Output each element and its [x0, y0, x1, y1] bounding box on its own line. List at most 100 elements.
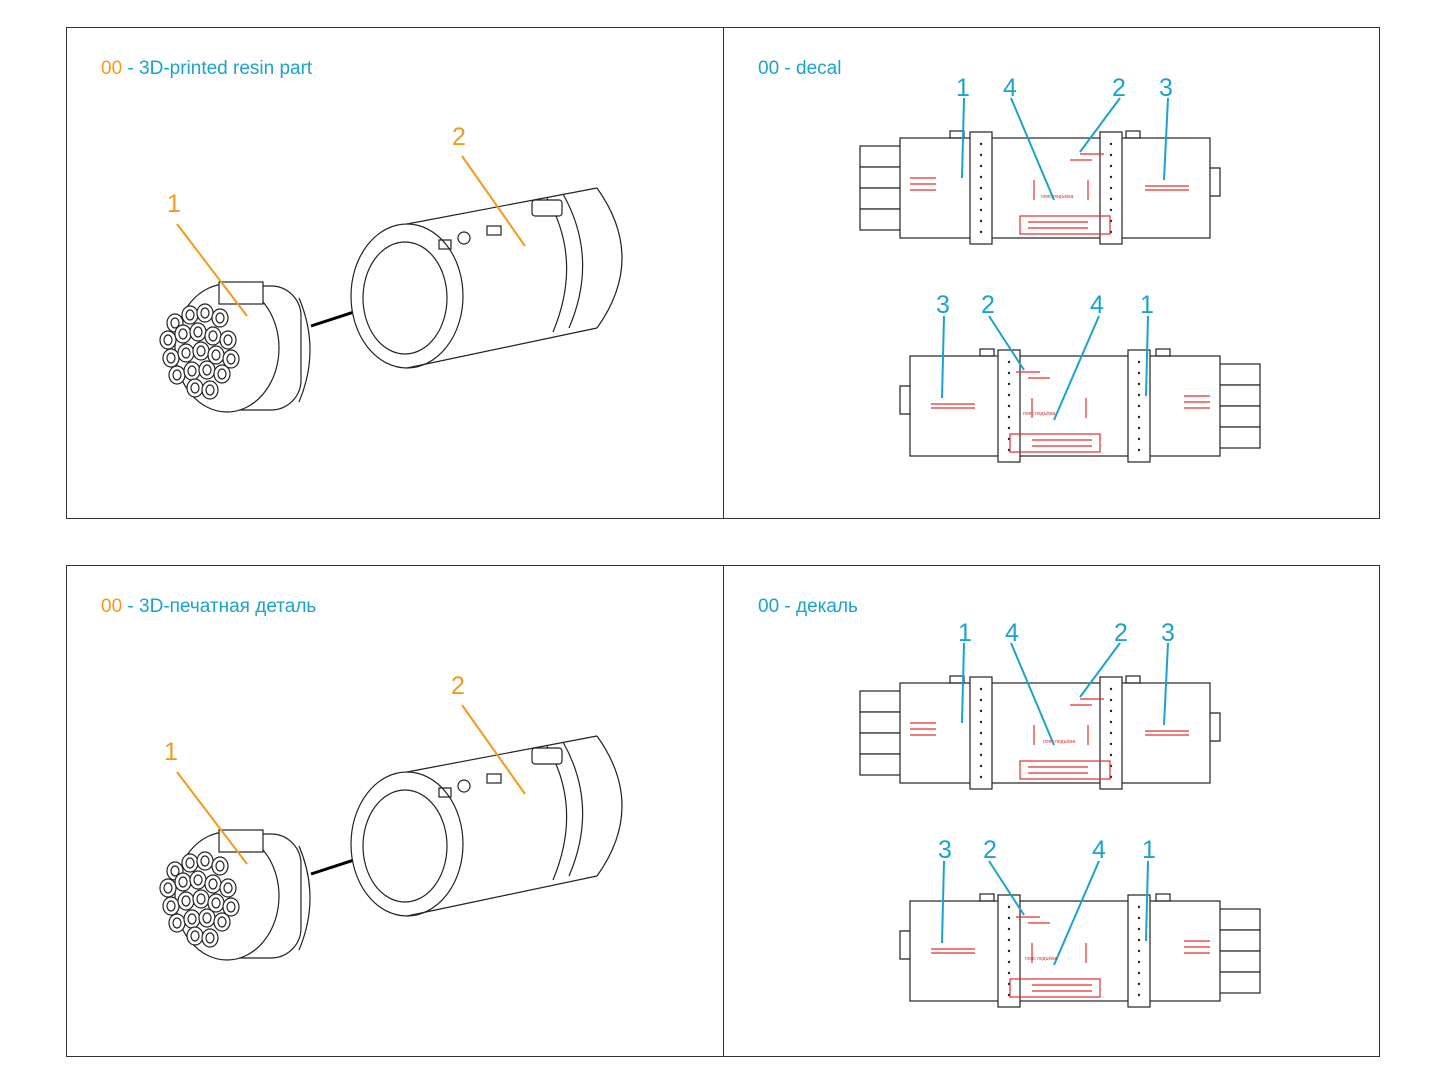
tube-bundle-segment [1217, 405, 1261, 428]
band-rivet [1007, 960, 1011, 964]
panel-resin-part-ru: 00 - 3D-печатная деталь 1 2 [67, 566, 723, 1056]
pod-lug [1155, 348, 1171, 357]
launcher-tube-bore [172, 917, 182, 929]
band-rivet [1007, 404, 1011, 408]
decal-lifting-band-box [1009, 433, 1101, 453]
launcher-tube-bore [200, 855, 210, 867]
band-rivet [1109, 698, 1113, 702]
panel-caption: - decal [779, 58, 842, 79]
pod-suspension-lug [531, 747, 563, 765]
band-rivet [1137, 993, 1141, 997]
decal-stamp-text: пояс подъёма [1043, 739, 1076, 745]
band-rivet [979, 720, 983, 724]
band-rivet [1137, 916, 1141, 920]
pod-access-panel [438, 787, 452, 798]
assembly-drawing: 1 2 [159, 123, 623, 413]
part-number: 00 [101, 596, 123, 617]
launcher-tube-mouth [159, 330, 177, 350]
pod-body [909, 900, 1221, 1002]
launcher-tube-bore [211, 349, 221, 361]
tube-bundle-segment [859, 690, 903, 713]
pod-handle [1210, 167, 1221, 197]
pod-body-outline [406, 187, 598, 369]
pod-lug [1125, 130, 1141, 139]
pod-lug [979, 893, 995, 902]
launcher-tube-mouth [181, 853, 199, 873]
band-rivet [1109, 142, 1113, 146]
launcher-tube-mouth [168, 913, 186, 933]
launcher-tube-mouth [162, 896, 180, 916]
pod-body-outline [406, 735, 598, 917]
launcher-tube-bore [190, 382, 200, 394]
tube-bundle-segment [859, 208, 903, 231]
launcher-tube-bore [193, 874, 203, 886]
decal-leader-line [1079, 642, 1121, 698]
panel-decal-ru: 00 - декаль 1 4 2 3 3 2 4 1 пояс подъёма… [723, 566, 1379, 1056]
band-rivet [979, 698, 983, 702]
pod-lug [1125, 675, 1141, 684]
band-rivet [1007, 360, 1011, 364]
launcher-tube-bore [185, 857, 195, 869]
pod-access-panel [486, 225, 502, 236]
band-rivet [1109, 709, 1113, 713]
pod-side-view-right [899, 315, 1261, 463]
launcher-tube-mouth [159, 878, 177, 898]
launcher-tube-mouth [192, 341, 210, 361]
launcher-tube-mouth [222, 349, 240, 369]
decal-leader-line [1053, 860, 1100, 966]
band-rivet [979, 219, 983, 223]
tube-bundle-segment [1217, 384, 1261, 407]
launcher-tube-mouth [192, 889, 210, 909]
launcher-tube-mouth [177, 891, 195, 911]
launcher-tube-bore [166, 352, 176, 364]
band-rivet [1137, 982, 1141, 986]
band-rivet [1137, 938, 1141, 942]
launcher-tube-bore [196, 893, 206, 905]
tube-bundle-segment [1217, 929, 1261, 952]
leader-line-part-1 [176, 223, 248, 317]
launcher-tube-bore [202, 364, 212, 376]
pod-round-hatch [457, 779, 471, 793]
launcher-rear-cap [298, 297, 311, 403]
band-rivet [1007, 382, 1011, 386]
callout-decal-4: 4 [1003, 74, 1017, 102]
tube-bundle-segment [859, 711, 903, 734]
band-rivet [1137, 415, 1141, 419]
tube-bundle-segment [859, 753, 903, 776]
band-rivet [1137, 382, 1141, 386]
callout-part-1: 1 [164, 738, 178, 766]
launcher-tube-mouth [196, 303, 214, 323]
launcher-tube-mouth [198, 360, 216, 380]
pod-rear-edge [596, 735, 623, 877]
callout-decal-4: 4 [1090, 291, 1104, 319]
band-rivet [1007, 927, 1011, 931]
band-rivet [1137, 437, 1141, 441]
decal-leader-line [941, 860, 945, 944]
callout-part-2: 2 [452, 123, 466, 151]
launcher-tube-mouth [219, 878, 237, 898]
panel-title: 00 - decal [758, 58, 841, 80]
callout-decal-1: 1 [958, 619, 972, 647]
launcher-tube-mouth [201, 380, 219, 400]
pod-lug [949, 130, 965, 139]
band-rivet [979, 775, 983, 779]
launcher-tube-bore [223, 334, 233, 346]
callout-decal-3: 3 [1161, 619, 1175, 647]
launcher-tube-bore [190, 930, 200, 942]
launcher-tube-mouth [168, 365, 186, 385]
band-rivet [979, 687, 983, 691]
band-rivet [1137, 448, 1141, 452]
launcher-tube-bore [226, 901, 236, 913]
band-rivet [1007, 371, 1011, 375]
pod-body [899, 137, 1211, 239]
band-rivet [1007, 916, 1011, 920]
panel-caption: - 3D-printed resin part [122, 58, 313, 79]
band-rivet [1007, 949, 1011, 953]
launcher-tube-bore [223, 882, 233, 894]
part-number: 00 [758, 58, 780, 79]
band-rivet [1137, 927, 1141, 931]
band-rivet [1137, 426, 1141, 430]
launcher-tube-bore [170, 865, 180, 877]
decal-bracket [1031, 943, 1087, 963]
launcher-tube-mouth [177, 343, 195, 363]
